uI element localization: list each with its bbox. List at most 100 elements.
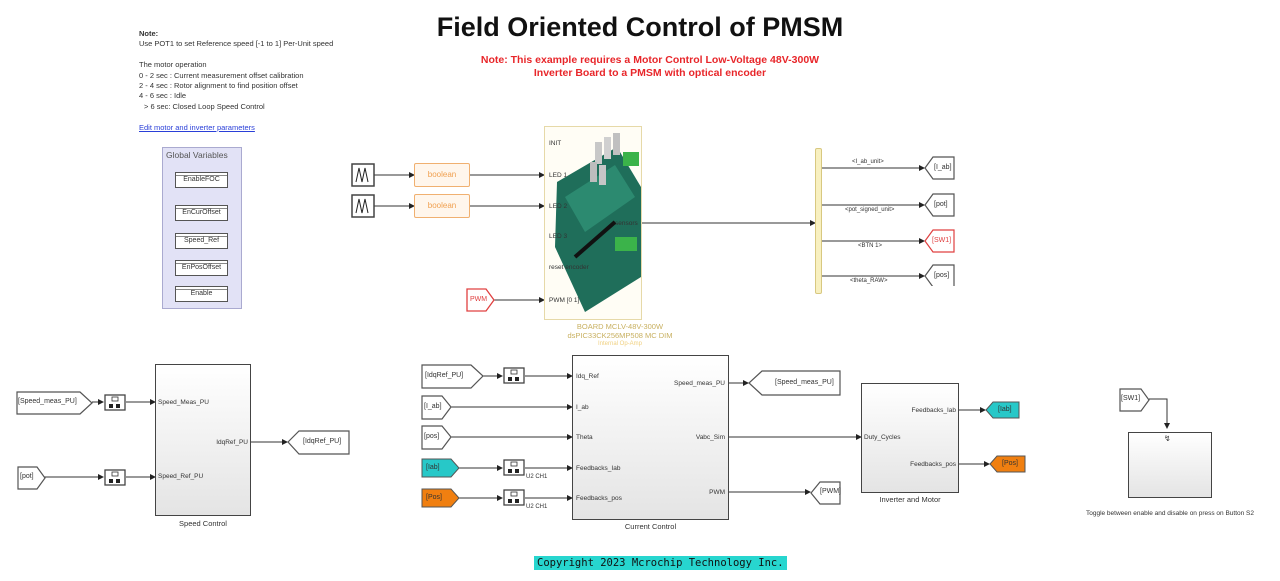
notes-op-item: 4 - 6 sec : Idle	[139, 91, 187, 101]
pulse-generator-block[interactable]	[351, 163, 375, 187]
notes-heading: Note:	[139, 29, 159, 38]
board-image	[555, 133, 641, 312]
rate-transition-icon[interactable]	[104, 469, 126, 486]
from-tag-pot[interactable]	[17, 466, 47, 490]
rate-transition-icon[interactable]	[104, 394, 126, 411]
rate-transition-label: U2 CH1	[526, 474, 548, 480]
subsystem-name: Speed Control	[179, 519, 227, 528]
data-type-conversion-block[interactable]: boolean	[414, 194, 470, 218]
goto-tag-label: [PWM]	[820, 488, 841, 495]
port-label: LED 2	[549, 203, 568, 210]
rate-transition-icon[interactable]	[503, 367, 525, 384]
board-name: dsPIC33CK256MP508 MC DIM	[567, 331, 673, 340]
from-tag-label: PWM	[470, 296, 488, 303]
from-tag-label: [pot]	[20, 473, 34, 480]
port-label: PWM	[709, 489, 725, 496]
port-label: INIT	[549, 140, 562, 147]
from-tag-label: [SW1]	[1121, 395, 1141, 402]
port-label: Vabc_Sim	[695, 434, 725, 441]
port-label: Feedbacks_pos	[910, 461, 956, 468]
notes-op-heading: The motor operation	[139, 60, 207, 70]
page-title: Field Oriented Control of PMSM	[436, 12, 844, 42]
from-tag-iab-feedback[interactable]	[421, 458, 461, 478]
port-label: LED 1	[549, 172, 568, 179]
data-store-memory[interactable]: Speed_Ref	[175, 233, 228, 249]
trigger-icon: ↯	[1164, 434, 1171, 443]
data-store-memory[interactable]: EnPosOffset	[175, 260, 228, 276]
goto-tag-iab[interactable]	[985, 401, 1021, 419]
from-tag-idqref[interactable]	[421, 364, 485, 389]
from-tag-pos[interactable]	[421, 425, 453, 450]
notes-op-item: > 6 sec: Closed Loop Speed Control	[144, 101, 265, 111]
port-label: reset encoder	[549, 264, 589, 271]
goto-tag-label: [pot]	[934, 201, 948, 208]
goto-tag-label: [I_ab]	[934, 164, 952, 171]
from-tag-label: [IdqRef_PU]	[425, 372, 464, 379]
from-tag-sw1[interactable]	[1119, 388, 1151, 412]
goto-tag-label: [SW1]	[932, 237, 952, 244]
bus-selector[interactable]	[815, 148, 822, 294]
goto-tags[interactable]	[924, 156, 956, 286]
goto-tag-label: [Pos]	[1002, 460, 1018, 467]
from-tag-speed-meas[interactable]	[16, 391, 94, 415]
port-label: Feedbacks_Iab	[911, 407, 956, 414]
signal-label: <I_ab_unit>	[852, 159, 884, 165]
notes-line: Use POT1 to set Reference speed [-1 to 1…	[139, 39, 334, 49]
signal-label: <pot_signed_unit>	[845, 207, 895, 213]
port-label: IdqRef_PU	[216, 439, 248, 446]
port-label: Feedbacks_Iab	[576, 465, 621, 472]
from-tag-label: [Speed_meas_PU]	[18, 398, 77, 405]
goto-tag-pos[interactable]	[989, 455, 1027, 473]
port-label: Theta	[576, 434, 593, 441]
from-tag-label: [Iab]	[426, 464, 440, 471]
goto-tag-label: [Speed_meas_PU]	[775, 379, 834, 386]
data-store-memory[interactable]: Enable	[175, 286, 228, 302]
rate-transition-icon[interactable]	[503, 459, 525, 476]
subsystem-name: Inverter and Motor	[879, 495, 941, 504]
rate-transition-icon[interactable]	[503, 489, 525, 506]
port-label: sensors	[615, 220, 638, 227]
signal-label: <theta_RAW>	[850, 278, 888, 284]
signal-label: <BTN 1>	[858, 243, 883, 249]
data-type-conversion-block[interactable]: boolean	[414, 163, 470, 187]
current-control-subsystem[interactable]: Idq_Ref I_ab Theta Feedbacks_Iab Feedbac…	[572, 355, 729, 520]
board-name: Internal Op-Amp	[597, 341, 643, 347]
board-name: BOARD MCLV-48V-300W	[576, 322, 664, 331]
from-tag-label: [Pos]	[426, 494, 442, 501]
global-variables-caption: Global Variables	[166, 150, 228, 160]
port-label: I_ab	[576, 404, 589, 411]
goto-tag-speed-meas[interactable]	[748, 370, 842, 396]
notes-annotation: Note: Use POT1 to set Reference speed [-…	[139, 29, 333, 133]
data-store-memory[interactable]: EnCurOffset	[175, 205, 228, 221]
port-label: LED 3	[549, 233, 568, 240]
hardware-note-line-1: Note: This example requires a Motor Cont…	[480, 54, 820, 66]
port-label: Idq_Ref	[576, 373, 599, 380]
speed-control-subsystem[interactable]: Speed_Meas_PU Speed_Ref_PU IdqRef_PU	[155, 364, 251, 516]
goto-tag-label: [IdqRef_PU]	[303, 438, 342, 445]
pulse-generator-block[interactable]	[351, 194, 375, 218]
rate-transition-label: U2 CH1	[526, 504, 548, 510]
goto-tag-label: [Iab]	[998, 406, 1012, 413]
inverter-motor-subsystem[interactable]: Duty_Cycles Feedbacks_Iab Feedbacks_pos	[861, 383, 959, 493]
toggle-triggered-subsystem[interactable]: ↯	[1128, 432, 1212, 498]
data-store-memory[interactable]: EnableFOC	[175, 172, 228, 188]
copyright-banner: Copyright 2023 Mcrochip Technology Inc.	[534, 556, 787, 570]
port-label: Feedbacks_pos	[576, 495, 622, 502]
from-tag-label: [I_ab]	[424, 403, 442, 410]
port-label: PWM [0 1]	[549, 297, 580, 304]
from-tag-pwm[interactable]	[466, 288, 496, 312]
board-block[interactable]: INIT LED 1 LED 2 LED 3 reset encoder PWM…	[544, 126, 642, 320]
toggle-caption: Toggle between enable and disable on pre…	[1085, 510, 1255, 517]
goto-tag-label: [pos]	[934, 272, 950, 279]
port-label: Duty_Cycles	[864, 434, 901, 441]
from-tag-iab[interactable]	[421, 395, 453, 420]
from-tag-pos-feedback[interactable]	[421, 488, 461, 508]
notes-op-item: 0 - 2 sec : Current measurement offset c…	[139, 70, 304, 80]
from-tag-label: [pos]	[424, 433, 440, 440]
port-label: Speed_Meas_PU	[158, 399, 209, 406]
goto-tag-idqref[interactable]	[287, 430, 351, 455]
hardware-note-line-2: Inverter Board to a PMSM with optical en…	[533, 67, 767, 79]
edit-parameters-link[interactable]: Edit motor and inverter parameters	[139, 122, 255, 132]
goto-tag-pwm[interactable]	[810, 481, 842, 505]
notes-op-item: 2 - 4 sec : Rotor alignment to find posi…	[139, 81, 298, 91]
